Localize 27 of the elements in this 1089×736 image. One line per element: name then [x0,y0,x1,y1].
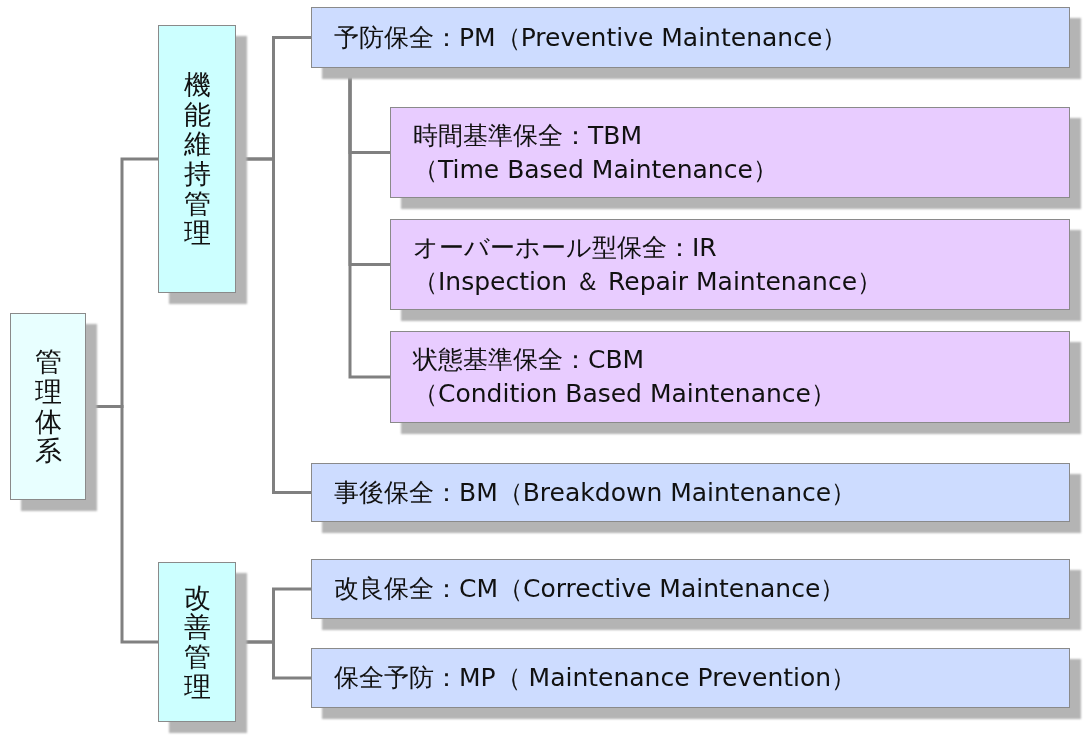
connector-line [236,640,311,680]
node-label: 機能維持管理 [183,69,211,249]
node-label: 管理体系 [34,347,62,466]
node-label: 改良保全：CM（Corrective Maintenance） [334,573,847,606]
maintenance-box [311,559,1070,619]
node-label: 時間基準保全：TBM [413,119,643,152]
maintenance-box [390,331,1070,423]
node-label: 事後保全：BM（Breakdown Maintenance） [334,476,858,509]
connector-line [236,157,311,494]
maintenance-box [390,219,1070,310]
node-sublabel: （Time Based Maintenance） [413,153,779,186]
category-box [158,562,236,722]
node-label: オーバーホール型保全：IR [413,231,718,264]
connector-line [348,68,390,379]
node-label: 予防保全：PM（Preventive Maintenance） [334,21,849,54]
maintenance-box [311,648,1070,708]
maintenance-box [311,7,1070,68]
node-label: 保全予防：MP（ Maintenance Prevention） [334,662,858,695]
node-label: 状態基準保全：CBM [413,344,646,377]
node-sublabel: （Condition Based Maintenance） [413,378,837,410]
node-sublabel: （Inspection ＆ Repair Maintenance） [413,265,883,298]
maintenance-box [311,463,1070,522]
maintenance-box [390,107,1070,198]
connector-line [86,405,158,644]
node-label: 改善管理 [183,582,211,702]
category-box [158,25,236,293]
category-box [10,313,86,500]
